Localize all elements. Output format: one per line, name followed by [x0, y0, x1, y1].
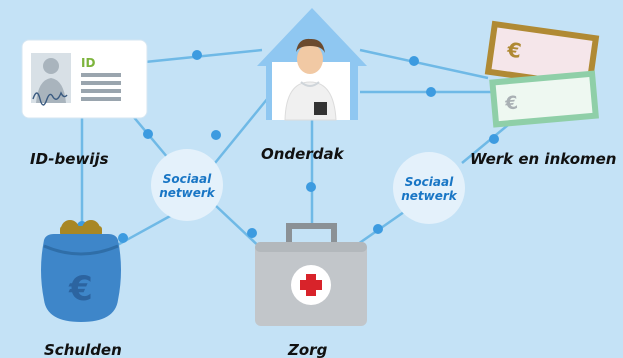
banknote-back: €	[484, 20, 600, 90]
social-network-left-line1: Sociaal	[163, 172, 212, 186]
line-shelter-work-top	[359, 48, 489, 80]
social-network-right-line1: Sociaal	[405, 175, 454, 189]
signature-icon	[32, 91, 68, 106]
money-icon: € €	[484, 20, 600, 128]
line-id-shelter	[144, 48, 263, 64]
node-2	[409, 56, 419, 66]
banknote-front: €	[489, 70, 599, 128]
node-7	[306, 182, 316, 192]
label-shelter: Onderdak	[261, 145, 345, 163]
line-shelter-network	[214, 97, 269, 164]
banknote-back-symbol: €	[505, 37, 523, 63]
node-4	[211, 130, 221, 140]
house-door	[314, 102, 327, 115]
social-network-left-line2: netwerk	[159, 186, 216, 200]
node-10	[373, 224, 383, 234]
purse-icon: €	[41, 220, 121, 322]
node-8	[118, 233, 128, 243]
node-5	[143, 129, 153, 139]
node-11	[489, 134, 499, 144]
node-3	[426, 87, 436, 97]
label-care: Zorg	[287, 341, 328, 358]
connection-nodes	[77, 50, 499, 243]
label-work: Werk en inkomen	[470, 150, 616, 168]
house-icon	[257, 8, 367, 121]
id-card-text: ID	[81, 56, 95, 70]
social-network-right: Sociaal netwerk	[393, 152, 465, 224]
id-card: ID	[21, 39, 148, 119]
node-9	[247, 228, 257, 238]
social-network-left: Sociaal netwerk	[151, 149, 223, 221]
banknote-front-symbol: €	[503, 92, 518, 114]
purse-symbol: €	[68, 269, 93, 309]
medical-case-icon	[255, 223, 367, 326]
node-1	[192, 50, 202, 60]
label-debts: Schulden	[44, 341, 122, 358]
social-network-right-line2: netwerk	[401, 189, 458, 203]
line-network-purse	[111, 213, 173, 250]
line-rnetwork-work	[461, 124, 509, 164]
label-id: ID-bewijs	[30, 150, 109, 168]
